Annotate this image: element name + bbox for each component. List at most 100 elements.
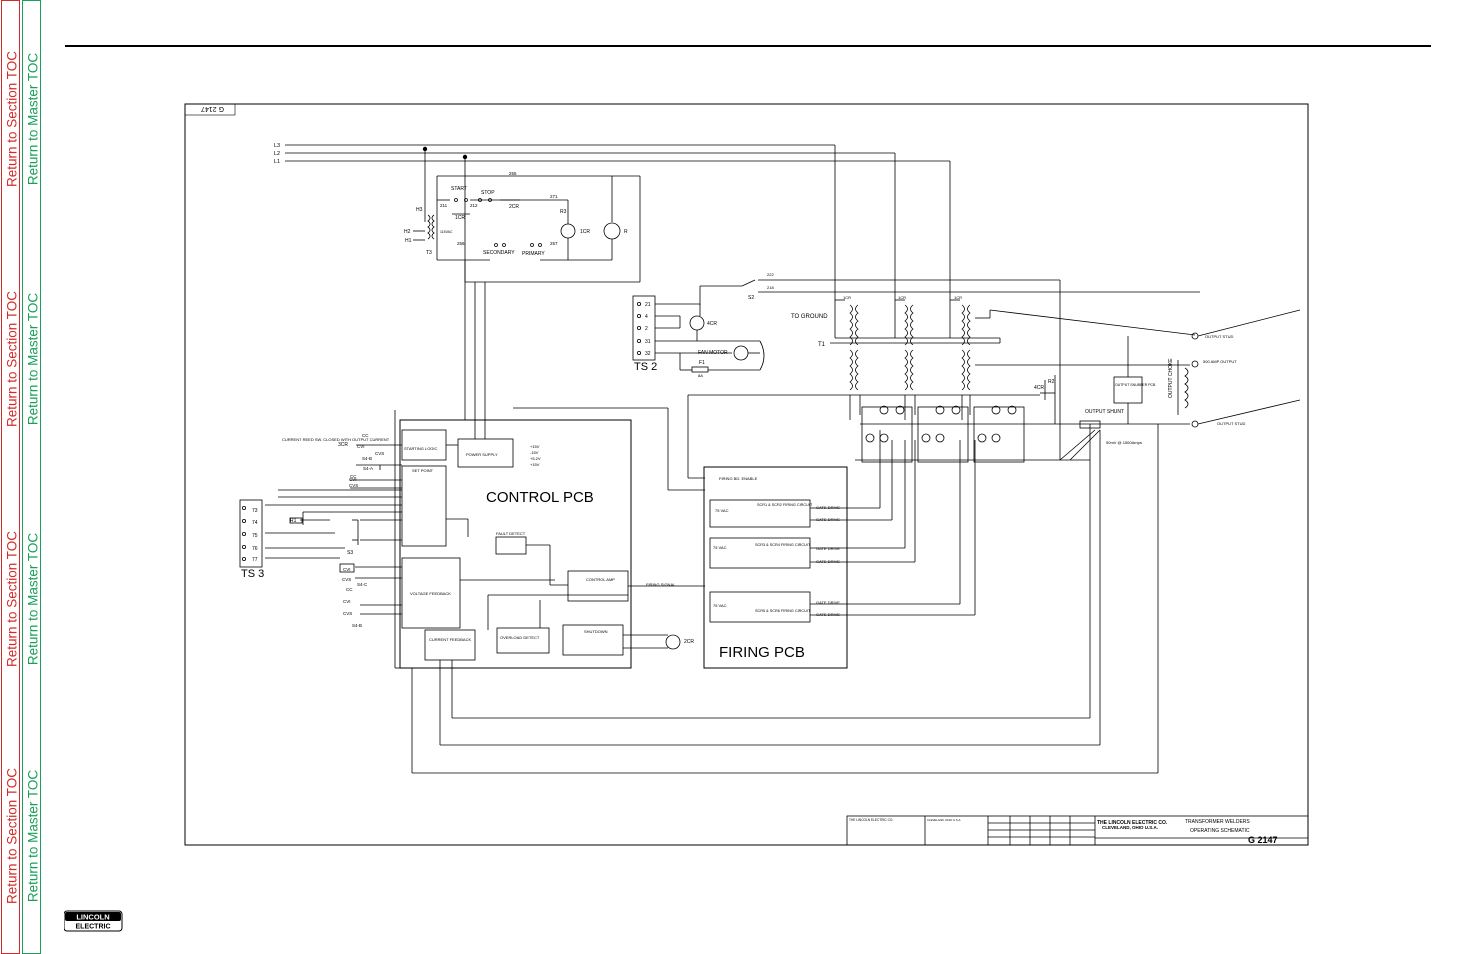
- fuse-label: 8A: [698, 373, 703, 378]
- h1-label: H1: [405, 238, 412, 244]
- ts3-term-73: 73: [252, 508, 258, 514]
- firing-pcb-box: [703, 466, 848, 669]
- scr56-label: SCR5 & SCR6 FIRING CIRCUIT: [755, 609, 811, 613]
- logo-line1: LINCOLN: [76, 913, 109, 922]
- stop-label: STOP: [481, 190, 495, 196]
- ts2-term-21: 21: [645, 302, 651, 308]
- control-pcb-blocks: [401, 429, 629, 661]
- gate-drive-1: GATE DRIVE: [816, 505, 840, 510]
- vac75-2: 75 VAC: [713, 545, 727, 550]
- firing-enable-label: FIRING BD. ENABLE: [719, 476, 758, 481]
- starting-logic-label: STARTING LOGIC: [404, 446, 438, 451]
- output-stud-bottom: OUTPUT STUD: [1217, 421, 1245, 426]
- s4a-label: S4-A: [363, 466, 373, 471]
- ts2-term-32: 32: [645, 351, 651, 357]
- cc-label-2: CC: [350, 474, 357, 479]
- gate-drive-2: GATE DRIVE: [816, 517, 840, 522]
- cr1-contact-label: 1CR: [455, 215, 465, 221]
- t1-label: T1: [818, 342, 826, 348]
- cc-label-3: CC: [346, 587, 353, 592]
- vac-label: 115VAC: [440, 230, 453, 234]
- firing-pcb-label: FIRING PCB: [719, 644, 805, 661]
- scr-bridge: [855, 405, 1190, 463]
- r2-label: R2: [1048, 379, 1055, 385]
- control-pcb-box: [399, 419, 632, 669]
- fault-detect-label: FAULT DETECT: [496, 531, 526, 536]
- ts3-term-77: 77: [252, 557, 258, 563]
- corner-code: G 2147: [201, 105, 224, 112]
- cvs-label-1: CVS: [375, 451, 384, 456]
- control-pcb-label: CONTROL PCB: [486, 489, 594, 506]
- tolerance-note: CLEVELAND, OHIO U.S.A.: [927, 818, 961, 822]
- gate-drive-6: GATE DRIVE: [816, 612, 840, 617]
- amp-output-label: 500 AMP OUTPUT: [1203, 359, 1237, 364]
- ps-52v: +5.2V: [530, 456, 541, 461]
- output-snubber-label: OUTPUT SNUBBER PCB: [1115, 383, 1156, 387]
- s2-label: S2: [748, 295, 754, 301]
- cr4-contact-label: 4CR: [1034, 385, 1044, 391]
- shunt-rating-label: 50mV @ 1500Amps: [1106, 440, 1142, 445]
- r-lamp-label: R: [624, 229, 628, 235]
- cvi-label-4: CVI: [343, 599, 351, 604]
- cvs-label-3: CVS: [342, 577, 351, 582]
- title-company: THE LINCOLN ELECTRIC CO.: [1097, 820, 1168, 826]
- cr3-label: 3CR: [338, 442, 348, 448]
- wire-257: 257: [550, 241, 558, 246]
- shutdown-label: SHUTDOWN: [584, 629, 608, 634]
- f1-label: F1: [699, 360, 705, 366]
- control-amp-label: CONTROL AMP: [586, 577, 615, 582]
- cr4-coil-label: 4CR: [707, 321, 717, 327]
- t1-1cr-c: 1CR: [954, 295, 962, 300]
- set-point-label: SET POINT: [412, 468, 434, 473]
- cc-label-1: CC: [362, 433, 369, 438]
- ts2-term-2: 2: [645, 326, 648, 332]
- line-l3-label: L3: [274, 143, 280, 149]
- vac75-1: 75 VAC: [715, 508, 729, 513]
- t3-label: T3: [426, 250, 432, 256]
- ts3-terminals: [241, 505, 246, 562]
- gate-drive-3: GATE DRIVE: [816, 546, 840, 551]
- output-section: [1040, 309, 1301, 461]
- cvs-label-2: CVS: [349, 483, 358, 488]
- r1-label: R1: [290, 518, 297, 524]
- output-choke-label: OUTPUT CHOKE: [1168, 358, 1174, 398]
- current-reed-label: CURRENT REED SW. CLOSED WITH OUTPUT CURR…: [282, 437, 390, 442]
- cr2-contact-label: 2CR: [509, 204, 519, 210]
- scr12-label: SCR1 & SCR2 FIRING CIRCUIT: [757, 503, 813, 507]
- mode-switches: [265, 444, 402, 615]
- h2-label: H2: [404, 229, 411, 235]
- cr2-coil-label: 2CR: [684, 639, 694, 645]
- wire-222: 222: [767, 272, 774, 277]
- fan-motor-label: FAN MOTOR: [698, 350, 728, 356]
- gate-drive-4: GATE DRIVE: [816, 559, 840, 564]
- voltage-feedback-label: VOLTAGE FEEDBACK: [410, 591, 451, 596]
- wire-255: 255: [509, 171, 517, 176]
- ts3-term-74: 74: [252, 520, 258, 526]
- wire-256: 256: [457, 241, 465, 246]
- firing-signal-label: FIRING SIGNAL: [646, 582, 676, 587]
- output-shunt-label: OUTPUT SHUNT: [1085, 409, 1124, 415]
- corner-code-box: [184, 103, 236, 116]
- ts3-term-75: 75: [252, 533, 258, 539]
- ts2-term-4: 4: [645, 314, 648, 320]
- lincoln-electric-logo: LINCOLN ELECTRIC: [64, 910, 123, 932]
- logo-line2: ELECTRIC: [76, 924, 111, 931]
- start-label: START: [451, 186, 467, 192]
- header-rule: [65, 45, 1431, 47]
- current-feedback-label: CURRENT FEEDBACK: [429, 637, 471, 642]
- wire-211: 211: [440, 203, 448, 208]
- main-transformer: [830, 299, 1196, 420]
- firing-pcb-blocks: [709, 430, 976, 623]
- line-l1-label: L1: [274, 159, 280, 165]
- title-block: [846, 815, 1309, 846]
- cvi-label-1: CVI: [357, 444, 365, 449]
- ps-15v: +15V: [530, 444, 540, 449]
- to-ground-label: TO GROUND: [791, 314, 828, 320]
- ps-15v-2: +15V: [530, 462, 540, 467]
- s4b-label-2: S4-B: [352, 623, 362, 628]
- ts3-term-76: 76: [252, 546, 258, 552]
- cvs-label-4: CVS: [343, 611, 352, 616]
- r3-label: R3: [560, 209, 567, 215]
- s2-switch: [699, 279, 1200, 460]
- title-subject: OPERATING SCHEMATIC: [1190, 828, 1250, 834]
